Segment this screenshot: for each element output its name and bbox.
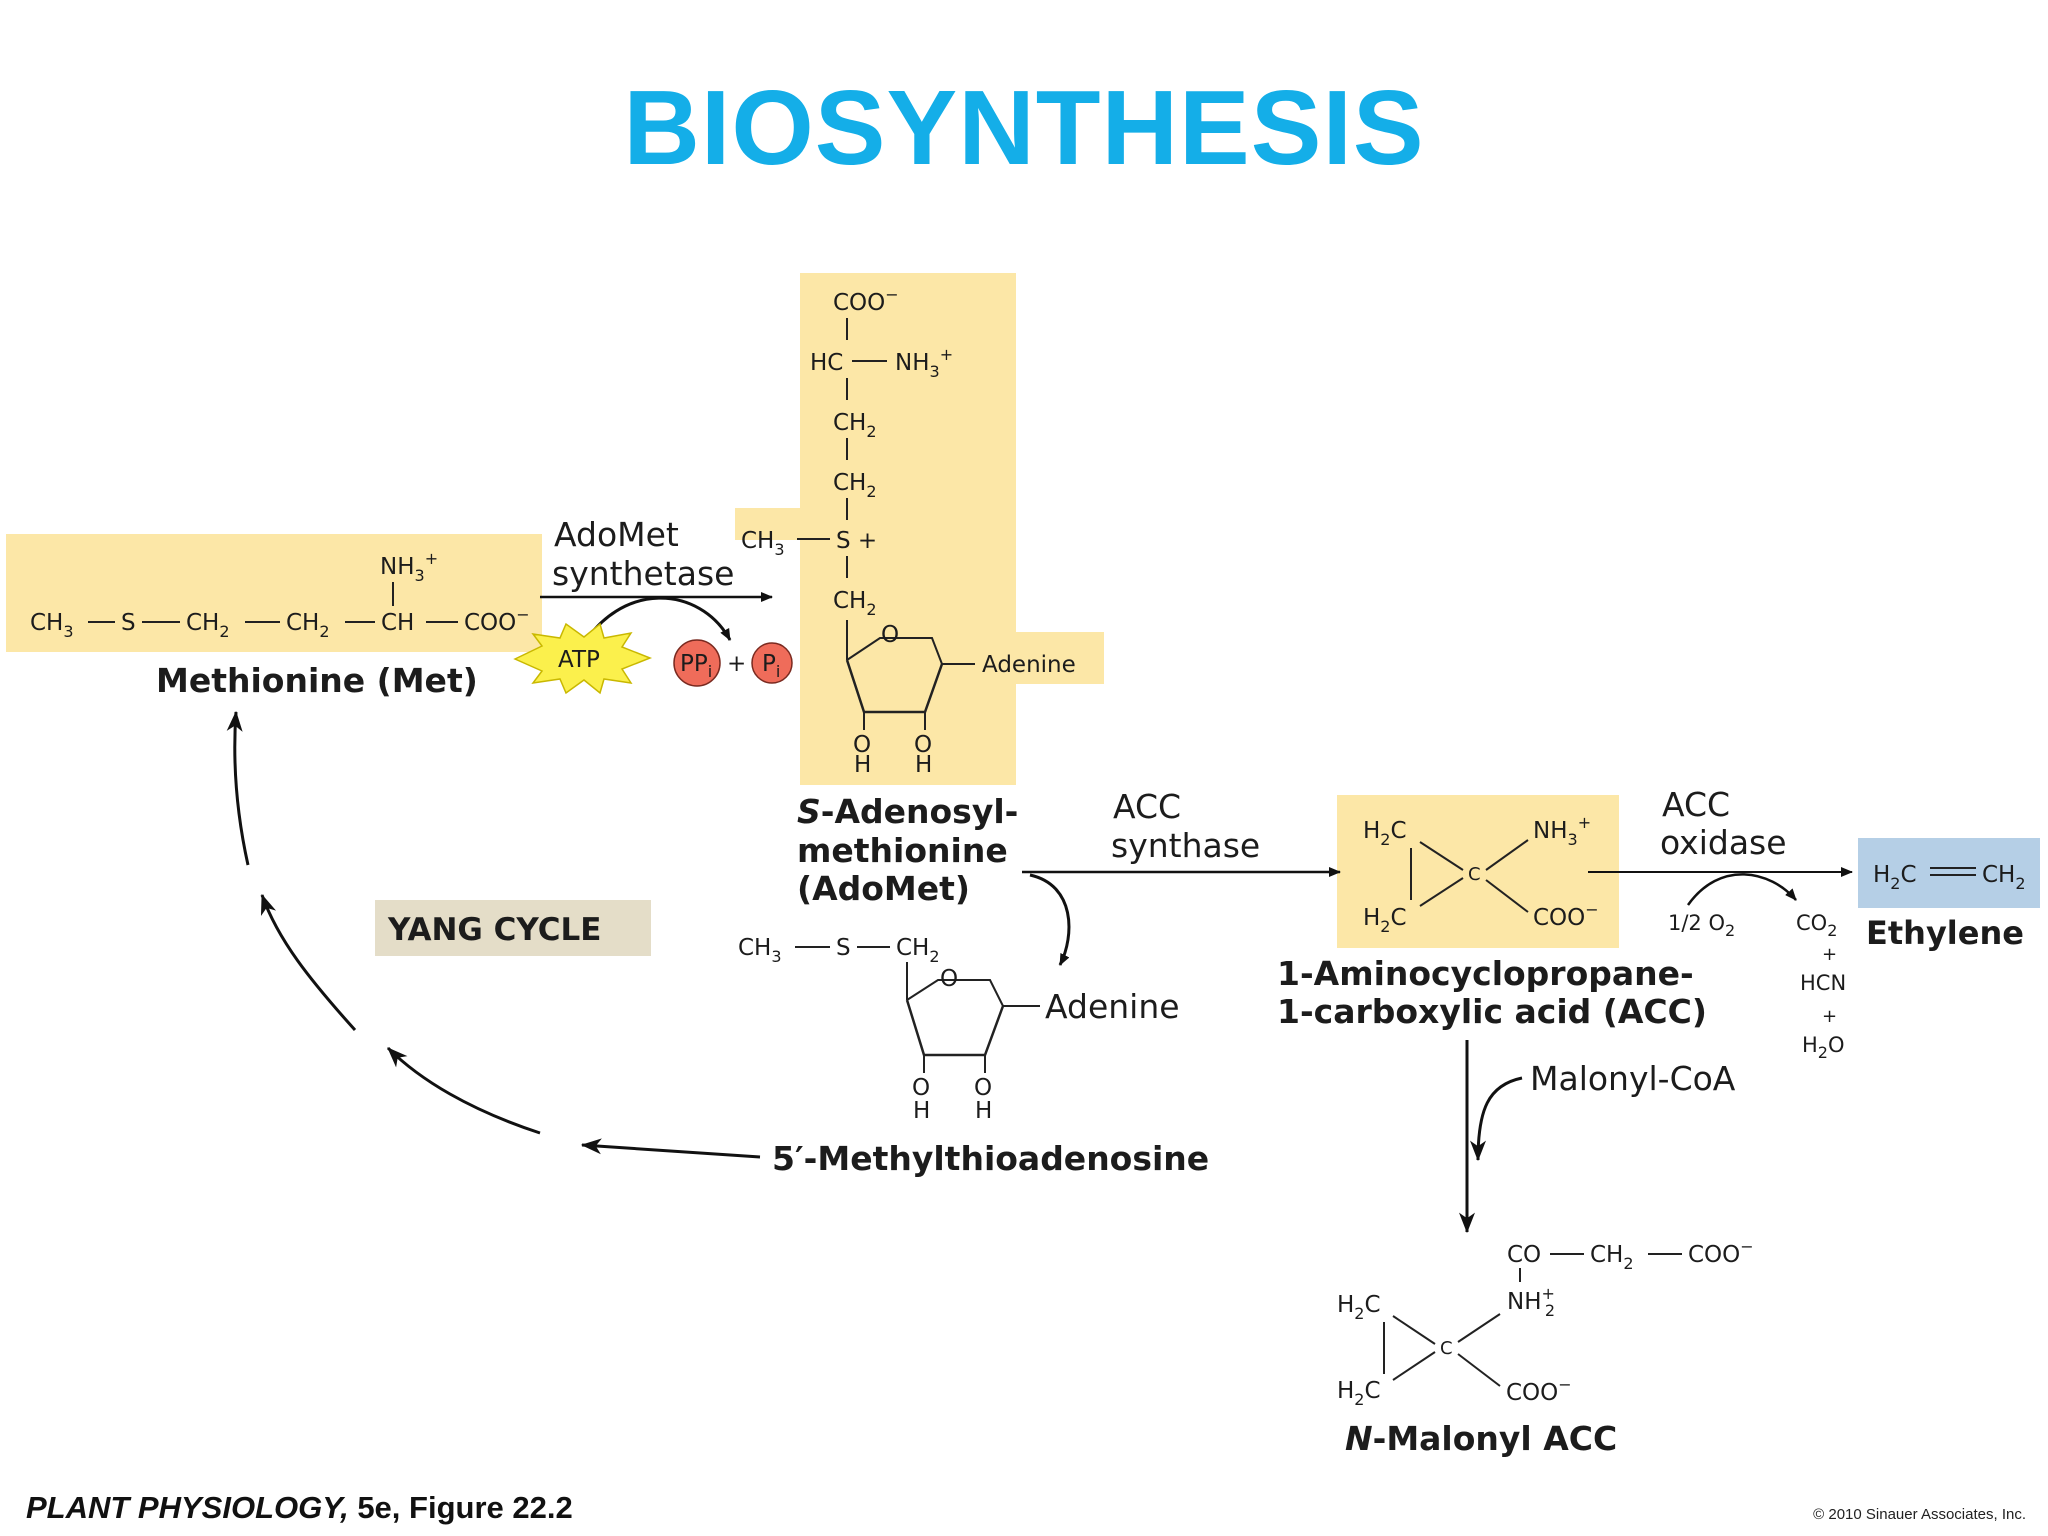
svg-text:O: O xyxy=(881,622,899,648)
plus-2: + xyxy=(1822,1006,1837,1027)
yang-cycle-box xyxy=(375,900,651,956)
svg-text:CH2: CH2 xyxy=(896,935,940,966)
malonyl-acc-structure: CO CH2 COO− NH+2 H2C H2C C COO− xyxy=(1337,1237,1754,1409)
svg-text:S: S xyxy=(836,935,851,961)
acc-name-line2: 1-carboxylic acid (ACC) xyxy=(1277,992,1707,1031)
svg-text:COO−: COO− xyxy=(1533,900,1599,931)
mta-structure: CH3 S CH2 O O O H H xyxy=(738,935,1040,1124)
figure-caption: PLANT PHYSIOLOGY, 5e, Figure 22.2 xyxy=(26,1490,573,1526)
mta-branch-arrow xyxy=(1029,873,1071,966)
adomet-name-line3: (AdoMet) xyxy=(797,869,970,908)
svg-text:H2O: H2O xyxy=(1802,1033,1845,1062)
adomet-name-line2: methionine xyxy=(797,831,1008,870)
ethylene-name: Ethylene xyxy=(1866,914,2024,952)
methionine-box xyxy=(6,534,542,652)
svg-text:O: O xyxy=(940,966,958,992)
malonyl-coa-label: Malonyl-CoA xyxy=(1530,1059,1736,1098)
svg-text:N-Malonyl ACC: N-Malonyl ACC xyxy=(1345,1419,1617,1458)
slide-title: BIOSYNTHESIS xyxy=(623,69,1425,187)
yang-cycle-label: YANG CYCLE xyxy=(387,912,601,948)
plus-1: + xyxy=(1822,944,1837,965)
copyright-notice: © 2010 Sinauer Associates, Inc. xyxy=(1813,1506,2026,1523)
svg-text:COO−: COO− xyxy=(1506,1375,1572,1406)
svg-text:PPi: PPi xyxy=(680,651,712,681)
svg-text:C: C xyxy=(1468,864,1481,885)
adomet-name-rest: -Adenosyl- xyxy=(821,792,1019,831)
svg-text:O: O xyxy=(974,1075,992,1101)
svg-text:H: H xyxy=(915,752,932,778)
svg-text:O: O xyxy=(912,1075,930,1101)
adomet-name-s: S xyxy=(797,792,821,831)
svg-text:S +: S + xyxy=(836,528,877,554)
svg-text:CO2: CO2 xyxy=(1796,911,1837,940)
svg-text:O: O xyxy=(853,732,871,758)
adomet-synthetase-line1: AdoMet xyxy=(554,515,679,554)
ppi-label: PP xyxy=(680,651,708,677)
acc-box xyxy=(1337,795,1619,948)
malonyl-acc-n: N xyxy=(1345,1419,1373,1458)
co2-label: CO xyxy=(1796,911,1827,935)
svg-text:H: H xyxy=(854,752,871,778)
pi-circle xyxy=(751,642,793,684)
malonyl-acc-rest: -Malonyl ACC xyxy=(1373,1419,1618,1458)
svg-text:C: C xyxy=(1440,1338,1453,1359)
adomet-synthetase-line2: synthetase xyxy=(552,554,734,593)
svg-text:CH2: CH2 xyxy=(1590,1242,1634,1273)
svg-text:H: H xyxy=(975,1098,992,1124)
hcn-label: HCN xyxy=(1800,971,1846,995)
plus-sign: + xyxy=(727,651,746,677)
svg-text:H2C: H2C xyxy=(1337,1292,1381,1323)
atp-burst xyxy=(513,622,653,695)
adomet-adenine: Adenine xyxy=(982,652,1076,678)
oxidase-curve-arrow xyxy=(1686,873,1797,906)
yang-cycle-arc-3 xyxy=(226,710,250,866)
acc-oxidase-line2: oxidase xyxy=(1660,823,1787,862)
malonyl-coa-curve xyxy=(1470,1076,1523,1162)
acc-synthase-line1: ACC xyxy=(1113,787,1181,826)
ethylene-box xyxy=(1858,838,2040,908)
svg-text:HC: HC xyxy=(810,350,843,376)
mta-name: 5′-Methylthioadenosine xyxy=(772,1139,1209,1178)
mta-adenine: Adenine xyxy=(1045,987,1180,1026)
svg-text:S-Adenosyl-: S-Adenosyl- xyxy=(797,792,1018,831)
svg-text:CH: CH xyxy=(381,610,414,636)
yang-cycle-arc-1 xyxy=(386,1046,541,1135)
acc-name-line1: 1-Aminocyclopropane- xyxy=(1277,954,1694,993)
svg-text:Pi: Pi xyxy=(762,651,780,681)
methionine-name: Methionine (Met) xyxy=(156,661,478,700)
pi-label: P xyxy=(762,651,776,677)
svg-text:O: O xyxy=(914,732,932,758)
svg-text:H2C: H2C xyxy=(1337,1378,1381,1409)
svg-text:CO: CO xyxy=(1507,1242,1541,1268)
adomet-box xyxy=(735,273,1104,785)
atp-label: ATP xyxy=(558,647,600,673)
ethylene-structure: H2C CH2 xyxy=(1873,862,2026,893)
half-o2: 1/2 O xyxy=(1668,911,1725,935)
acc-oxidase-line1: ACC xyxy=(1662,785,1730,824)
mta-to-cycle-arrow xyxy=(580,1138,761,1159)
svg-text:1/2 O2: 1/2 O2 xyxy=(1668,911,1735,940)
svg-text:CH3: CH3 xyxy=(738,935,782,966)
h2o-label: H xyxy=(1802,1033,1818,1057)
svg-text:S: S xyxy=(121,610,136,636)
svg-text:NH+2: NH+2 xyxy=(1507,1284,1555,1320)
svg-text:COO−: COO− xyxy=(1688,1237,1754,1268)
caption-edition: 5e, Figure 22.2 xyxy=(357,1490,573,1525)
caption-book: PLANT PHYSIOLOGY, xyxy=(26,1490,349,1525)
svg-text:H: H xyxy=(913,1098,930,1124)
yang-cycle-arc-2 xyxy=(260,893,357,1032)
acc-synthase-line2: synthase xyxy=(1111,826,1260,865)
ppi-circle xyxy=(673,639,721,687)
